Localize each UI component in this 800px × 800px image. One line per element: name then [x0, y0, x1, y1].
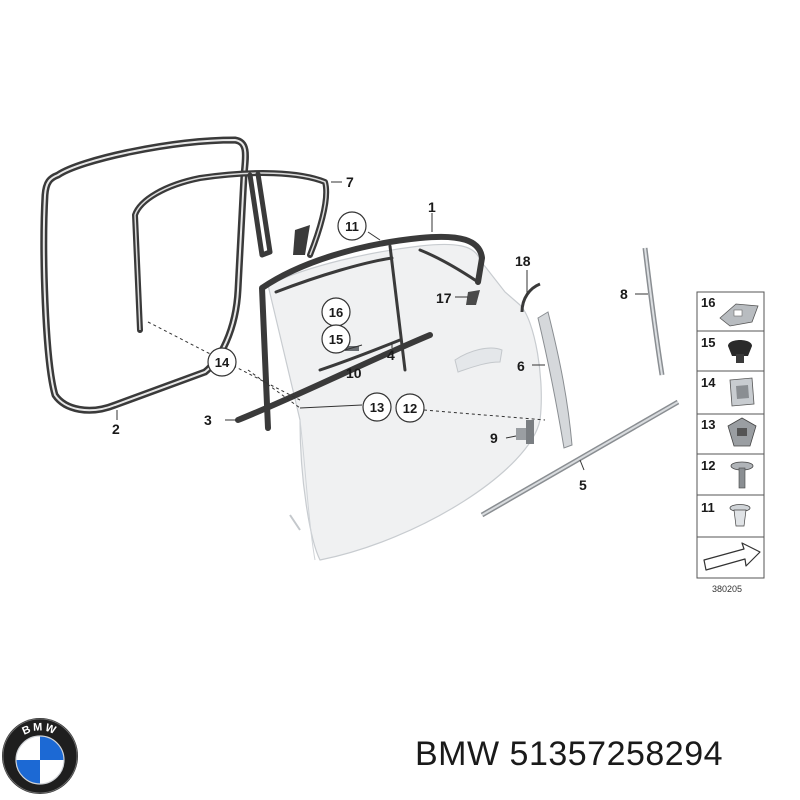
svg-text:13: 13 — [370, 400, 384, 415]
circled-label-15: 15 — [321, 324, 351, 354]
window-frame-seal — [132, 170, 330, 333]
label-8: 8 — [620, 286, 628, 302]
pillar-trim — [537, 311, 573, 449]
legend-label-12: 12 — [701, 458, 715, 473]
svg-text:14: 14 — [215, 355, 230, 370]
solid-leaders — [225, 181, 648, 471]
svg-text:16: 16 — [329, 305, 343, 320]
label-1: 1 — [428, 199, 436, 215]
label-17: 17 — [436, 290, 452, 306]
svg-text:11: 11 — [345, 219, 359, 234]
metal-clip-icon — [729, 377, 755, 407]
outer-door-seal — [40, 136, 249, 414]
plastic-clip-icon — [719, 303, 759, 327]
label-6: 6 — [517, 358, 525, 374]
lower-strip — [235, 332, 433, 423]
door-strip — [318, 338, 402, 372]
bmw-roundel-icon: BMW — [2, 718, 78, 794]
legend-label-16: 16 — [701, 295, 715, 310]
screw-icon — [730, 461, 754, 489]
strip-clip — [345, 346, 359, 351]
circled-label-14: 14 — [207, 347, 237, 377]
label-2: 2 — [112, 421, 120, 437]
rubber-grommet-icon — [728, 340, 752, 363]
label-7: 7 — [346, 174, 354, 190]
svg-text:12: 12 — [403, 401, 417, 416]
fastener-legend: 16 15 14 13 12 11 — [696, 291, 765, 579]
label-18: 18 — [515, 253, 531, 269]
label-9: 9 — [490, 430, 498, 446]
svg-text:15: 15 — [329, 332, 343, 347]
svg-text:BMW: BMW — [20, 721, 59, 737]
push-rivet-icon — [729, 504, 751, 527]
legend-label-13: 13 — [701, 417, 715, 432]
retaining-clip-icon — [727, 417, 757, 447]
small-bracket — [516, 420, 534, 444]
corner-cover — [466, 290, 480, 305]
label-3: 3 — [204, 412, 212, 428]
forward-arrow-icon — [703, 542, 761, 571]
circled-label-11: 11 — [337, 211, 367, 241]
label-5: 5 — [579, 477, 587, 493]
circled-label-13: 13 — [362, 392, 392, 422]
legend-label-15: 15 — [701, 335, 715, 350]
legend-label-11: 11 — [701, 500, 715, 515]
label-4: 4 — [387, 347, 395, 363]
circled-label-12: 12 — [395, 393, 425, 423]
curved-trim — [520, 282, 541, 313]
part-number-caption: BMW 51357258294 — [415, 735, 724, 773]
circled-label-16: 16 — [321, 297, 351, 327]
diagram-code: 380205 — [712, 584, 742, 594]
legend-label-14: 14 — [701, 375, 716, 390]
label-10: 10 — [346, 365, 362, 381]
